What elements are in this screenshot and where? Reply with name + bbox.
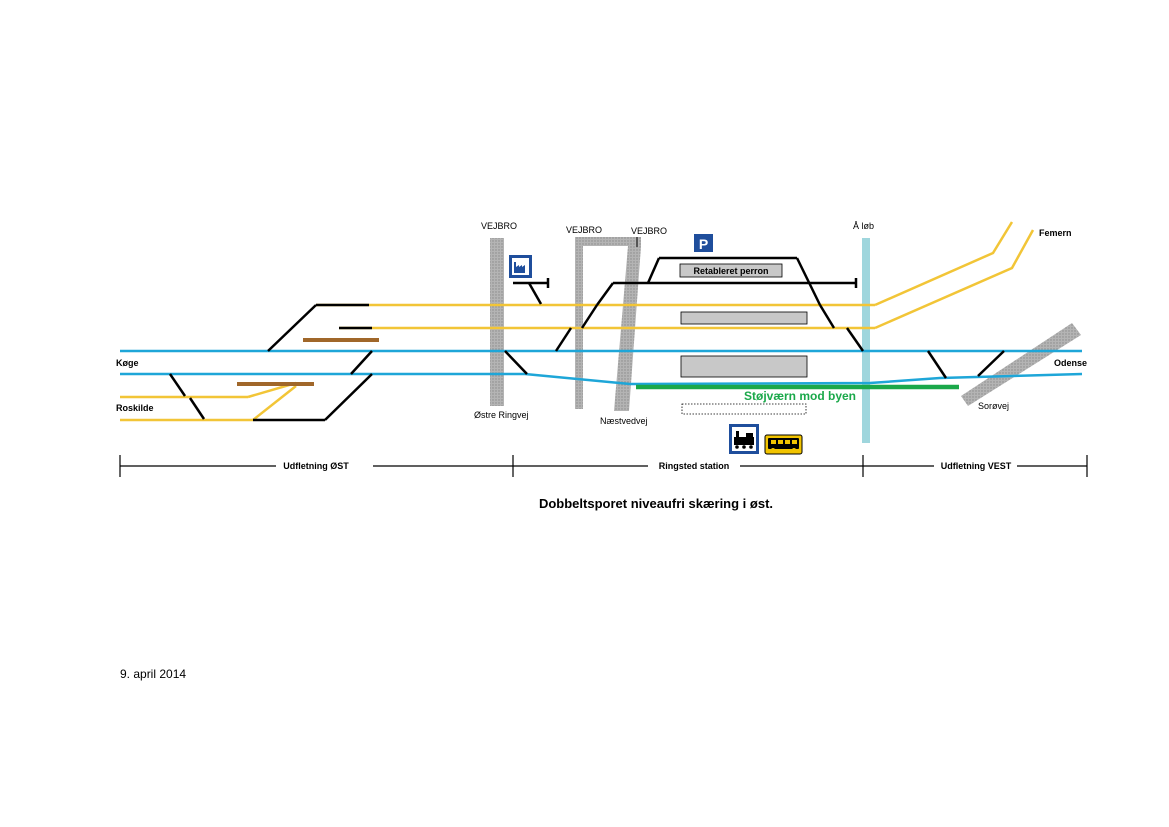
platform-retableret [679,263,783,278]
section-station: Ringsted station [659,461,730,471]
parking-icon: P [694,234,713,252]
section-east: Udfletning ØST [283,461,349,471]
factory-icon [509,255,532,278]
black-tracks [168,256,1005,422]
label-vejbro-1: VEJBRO [481,221,517,231]
platform-planned [681,403,807,415]
label-naestvedvej: Næstvedvej [600,416,648,426]
label-koege: Køge [116,358,139,368]
bus-icon [764,434,803,455]
bridge-naestvedvej [575,237,641,411]
platform-3 [680,355,808,378]
brown-bar-upper [303,338,379,342]
label-oestre-ringvej: Østre Ringvej [474,410,529,420]
train-icon [729,424,759,454]
platform-2 [680,311,808,325]
label-vejbro-2: VEJBRO [566,225,602,235]
brown-bar-lower [237,382,314,386]
yellow-tracks [120,221,1035,422]
label-odense: Odense [1054,358,1087,368]
label-aa-loeb: Å løb [853,221,874,231]
parking-letter: P [699,236,708,252]
label-stoejvaern: Støjværn mod byen [744,389,856,403]
label-femern: Femern [1039,228,1072,238]
blue-tracks [120,349,1083,386]
label-retableret-perron: Retableret perron [693,266,768,276]
bridge-oestre-ringvej [490,238,504,406]
section-dimension-line [119,455,1088,477]
bridge-soroevej [961,323,1081,406]
document-date: 9. april 2014 [120,667,187,681]
river-aa [862,238,870,443]
diagram-title: Dobbeltsporet niveaufri skæring i øst. [539,496,773,511]
label-vejbro-3: VEJBRO [631,226,667,236]
label-roskilde: Roskilde [116,403,154,413]
section-west: Udfletning VEST [941,461,1012,471]
label-soroevej: Sorøvej [978,401,1009,411]
